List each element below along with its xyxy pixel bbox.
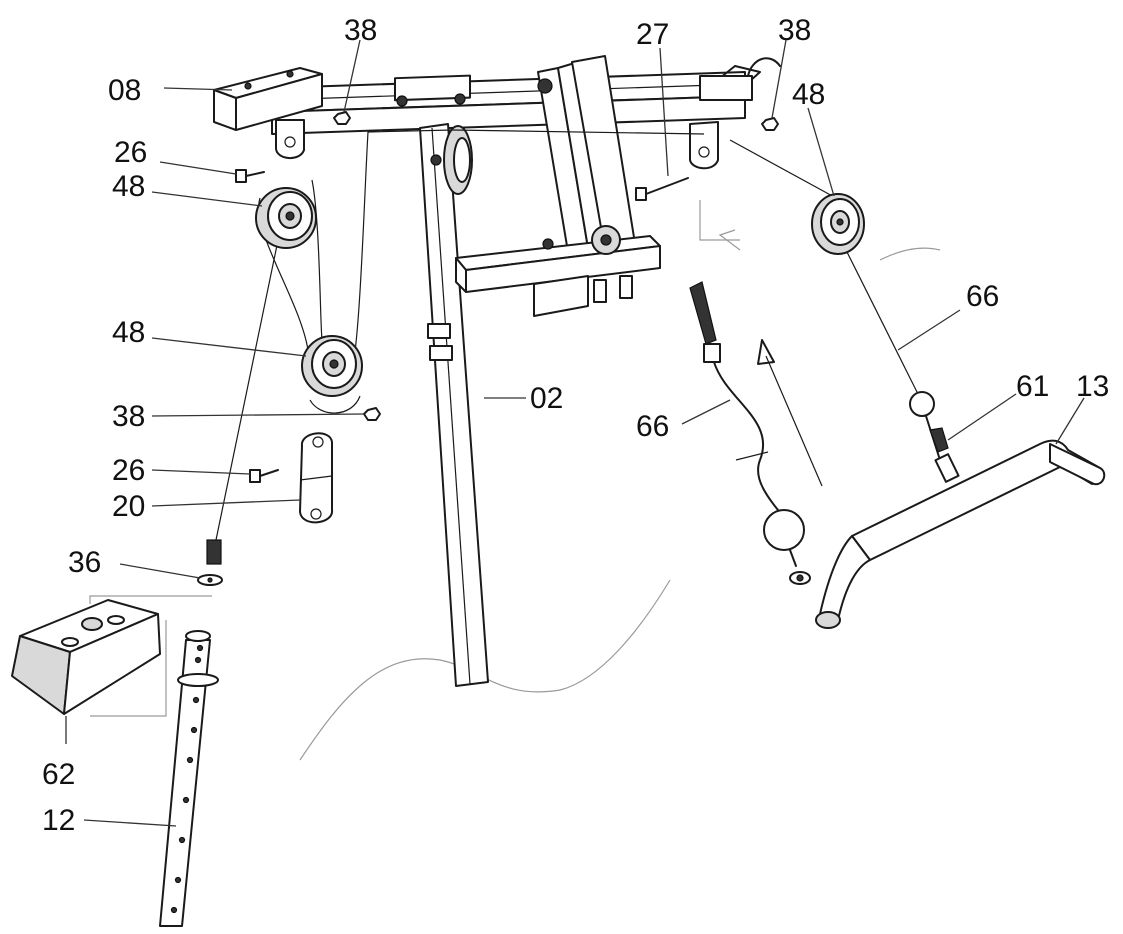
nut-top <box>333 111 351 125</box>
callout-02: 02 <box>530 382 563 415</box>
callout-27: 27 <box>636 18 669 51</box>
callout-38-top: 38 <box>344 14 377 47</box>
top-hook <box>699 57 781 101</box>
pulley-right <box>811 193 865 255</box>
callout-66-right: 66 <box>966 280 999 313</box>
callout-26-top: 26 <box>114 136 147 169</box>
crossbar-assembly <box>455 55 661 317</box>
bolt-top-left <box>235 169 265 183</box>
pulley-lower-left <box>301 335 363 397</box>
callout-13: 13 <box>1076 370 1109 403</box>
callout-62: 62 <box>42 758 75 791</box>
end-cap-block <box>213 67 323 131</box>
callout-20: 20 <box>112 490 145 523</box>
main-upright-post <box>419 123 489 687</box>
callout-48-lower: 48 <box>112 316 145 349</box>
callout-labels: 08 38 27 38 48 26 48 66 48 61 13 02 38 6… <box>42 14 1109 837</box>
callout-12: 12 <box>42 804 75 837</box>
long-bolt-27 <box>635 177 689 201</box>
callout-48-right: 48 <box>792 78 825 111</box>
weight-plate-62 <box>11 595 212 717</box>
callout-38-right: 38 <box>778 14 811 47</box>
selector-rod-12 <box>159 630 219 927</box>
lat-bar-cable-end <box>909 391 949 461</box>
lat-bar-13 <box>815 439 1106 629</box>
callout-66-mid: 66 <box>636 410 669 443</box>
callout-61: 61 <box>1016 370 1049 403</box>
nut-right <box>761 117 779 131</box>
bolt-bottom-left <box>249 469 279 483</box>
callout-36: 36 <box>68 546 101 579</box>
leader-lines <box>65 39 1085 827</box>
pulley-bracket-20 <box>299 432 333 524</box>
nut-mid <box>363 407 381 421</box>
pulley-upper-left <box>255 187 317 249</box>
callout-38-mid: 38 <box>112 400 145 433</box>
callout-48-upper: 48 <box>112 170 145 203</box>
callout-26-bottom: 26 <box>112 454 145 487</box>
post-top-pulley <box>443 125 473 195</box>
cable-detail-66 <box>689 281 823 585</box>
callout-08: 08 <box>108 74 141 107</box>
cable-end-fitting <box>197 539 223 586</box>
